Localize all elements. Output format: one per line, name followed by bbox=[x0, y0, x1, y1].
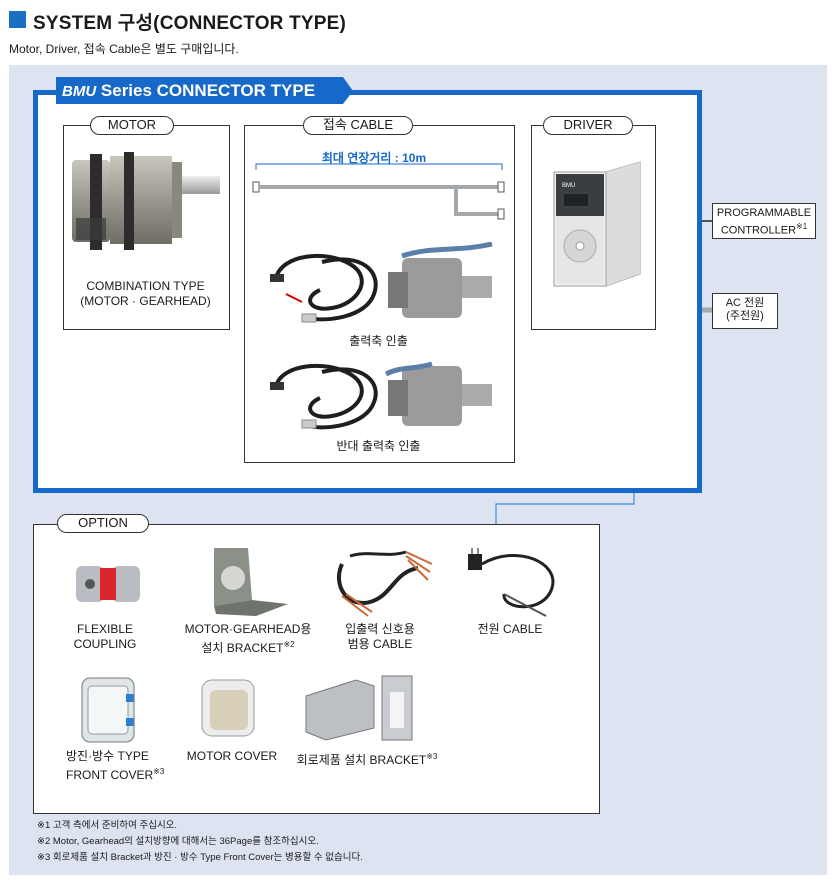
driver-image: BMU bbox=[553, 161, 641, 287]
controller-line2: CONTROLLER bbox=[720, 224, 797, 237]
series-brand: BMU bbox=[62, 83, 97, 100]
ac-power-callout: AC 전원 (주전원) bbox=[712, 293, 778, 329]
title-marker bbox=[9, 11, 26, 28]
programmable-controller-callout: PROGRAMMABLE CONTROLLER※1 bbox=[712, 203, 816, 239]
cable-heading: 접속 CABLE bbox=[303, 116, 413, 135]
note-3: ※3 회로제품 설치 Bracket과 방진 · 방수 Type Front C… bbox=[37, 852, 363, 863]
front-cover-image bbox=[81, 677, 135, 743]
option-label-power-cable: 전원 CABLE bbox=[477, 622, 543, 636]
io-signal-cable-image bbox=[336, 550, 433, 617]
length-bracket bbox=[255, 163, 503, 170]
option-heading: OPTION bbox=[57, 514, 149, 533]
page-title: SYSTEM 구성(CONNECTOR TYPE) bbox=[33, 13, 347, 34]
mounting-bracket-image bbox=[214, 548, 288, 616]
power-cable-image bbox=[468, 548, 555, 617]
circuit-bracket-image bbox=[305, 675, 413, 741]
note-1: ※1 고객 측에서 준비하여 주십시오. bbox=[37, 820, 178, 831]
cable-output-caption: 출력축 인출 bbox=[349, 334, 408, 348]
motor-cover-image bbox=[201, 679, 255, 737]
cable-reverse-caption: 반대 출력축 인출 bbox=[336, 439, 421, 453]
controller-line1: PROGRAMMABLE bbox=[716, 207, 812, 219]
controller-mark: ※1 bbox=[796, 222, 808, 231]
driver-display: BMU bbox=[562, 183, 575, 189]
power-line2: (주전원) bbox=[726, 310, 764, 322]
motor-gearhead-image bbox=[72, 152, 220, 250]
note-2: ※2 Motor, Gearhead의 설치방향에 대해서는 36Page를 참… bbox=[37, 836, 319, 847]
series-label: Series CONNECTOR TYPE bbox=[96, 81, 316, 100]
motor-heading: MOTOR bbox=[90, 116, 174, 135]
option-label-circuit-bracket: 회로제품 설치 BRACKET※3 bbox=[296, 752, 438, 767]
series-tab: BMU Series CONNECTOR TYPE bbox=[56, 77, 353, 104]
motor-caption-1: COMBINATION TYPE bbox=[86, 279, 205, 293]
page-subtitle: Motor, Driver, 접속 Cable은 별도 구매입니다. bbox=[9, 42, 239, 56]
cable-output-image bbox=[270, 242, 493, 323]
option-label-motor-cover: MOTOR COVER bbox=[186, 749, 278, 763]
motor-caption-2: (MOTOR · GEARHEAD) bbox=[80, 294, 211, 308]
power-line1: AC 전원 bbox=[725, 297, 765, 309]
flexible-coupling-image bbox=[76, 566, 140, 602]
driver-heading: DRIVER bbox=[543, 116, 633, 135]
cable-reverse-image bbox=[270, 361, 492, 430]
max-length-label: 최대 연장거리 : 10m bbox=[321, 151, 427, 165]
cable-length-diagram bbox=[252, 163, 505, 220]
